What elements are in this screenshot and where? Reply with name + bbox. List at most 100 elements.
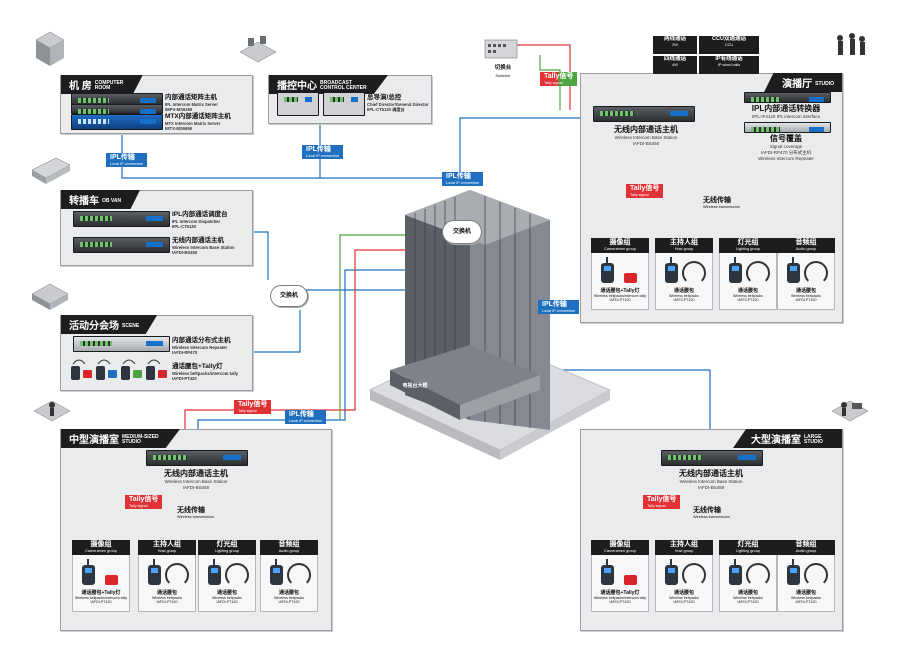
repeater-device xyxy=(73,336,170,352)
studio-base-station-device xyxy=(593,106,695,122)
ipl-dispatcher-device xyxy=(73,211,170,227)
ipl-line-studio xyxy=(345,117,590,179)
tv-building xyxy=(368,190,612,460)
headset-icon xyxy=(746,260,770,285)
switcher-icon xyxy=(484,39,518,59)
director-console-1 xyxy=(277,92,319,116)
tally-light-icon xyxy=(624,272,637,283)
ipl-line-obvan xyxy=(250,231,269,280)
medium-base-station-device xyxy=(146,450,248,466)
building-switch-cloud: 交换机 xyxy=(442,220,482,244)
beltpack-icon xyxy=(665,256,678,283)
studio-repeater-device xyxy=(744,122,831,133)
server-rack-icon xyxy=(35,31,65,66)
beltpack-icon xyxy=(82,558,95,585)
ipl-line-medium xyxy=(197,269,420,440)
beltpack-icon xyxy=(729,558,742,585)
venue-icon xyxy=(31,283,69,310)
headset-icon xyxy=(225,562,249,587)
intercom-interface-device xyxy=(744,92,831,103)
mtx-matrix-server-device xyxy=(71,114,163,130)
tally-line-switcher xyxy=(516,44,571,110)
headset-icon xyxy=(804,562,828,587)
headset-icon xyxy=(287,562,311,587)
beltpack-icon xyxy=(665,558,678,585)
beltpack-icon xyxy=(787,256,800,283)
ipl-line-venue xyxy=(248,310,301,353)
beltpack-icon xyxy=(601,256,614,283)
beltpack-icon xyxy=(729,256,742,283)
large-base-station-device xyxy=(661,450,763,466)
large-studio-icon xyxy=(831,400,869,422)
tally-light-icon xyxy=(105,574,118,585)
ob-switch-cloud: 交换机 xyxy=(270,285,308,307)
headset-icon xyxy=(804,260,828,285)
studio-people-icon xyxy=(837,33,865,55)
beltpack-icon xyxy=(208,558,221,585)
director-console-2 xyxy=(323,92,365,116)
green-line-studio xyxy=(539,55,561,110)
ob-van-icon xyxy=(31,157,71,184)
beltpack-icon xyxy=(148,558,161,585)
ipl-line-computer-room xyxy=(121,132,345,179)
headset-icon xyxy=(746,562,770,587)
medium-studio-icon xyxy=(33,400,71,422)
matrix-server-device-2 xyxy=(71,104,163,114)
ob-van-base-station-device xyxy=(73,237,170,253)
headset-icon xyxy=(682,260,706,285)
headset-icon xyxy=(682,562,706,587)
building-sign: 电视台大楼 xyxy=(402,383,428,389)
beltpack-icon xyxy=(601,558,614,585)
headset-icon xyxy=(165,562,189,587)
green-line-building xyxy=(339,234,420,420)
